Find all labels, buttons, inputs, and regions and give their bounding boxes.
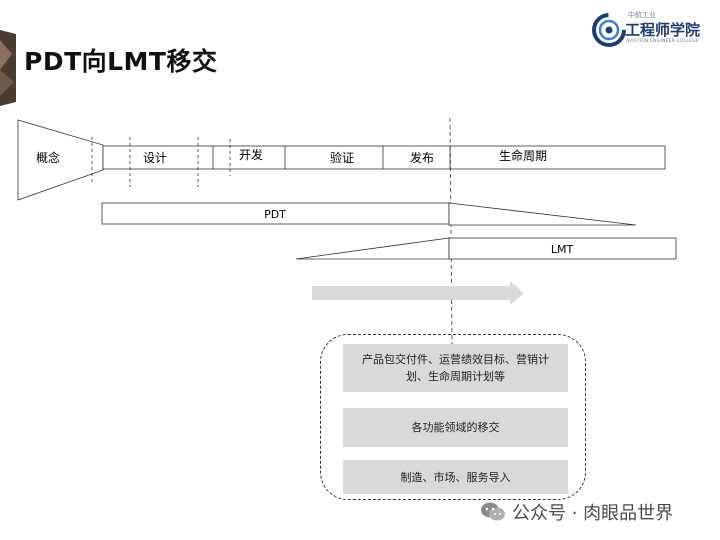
handover-item-functional: 各功能领域的移交 xyxy=(343,408,568,447)
logo-subtitle: AVIATION ENGINEER COLLEGE xyxy=(626,39,699,44)
lmt-ramp-wedge xyxy=(295,237,450,260)
wechat-icon xyxy=(481,502,505,521)
phase-label-verify: 验证 xyxy=(330,150,354,165)
slide-title: PDT向LMT移交 xyxy=(24,47,218,76)
lmt-bar xyxy=(448,237,677,260)
logo-emblem-icon xyxy=(592,13,626,47)
phase-label-release: 发布 xyxy=(410,150,434,165)
watermark: 公众号 · 肉眼品世界 xyxy=(480,499,673,525)
pdt-label: PDT xyxy=(264,208,286,221)
logo-name: 工程师学院 xyxy=(625,21,701,39)
progress-arrow xyxy=(312,281,524,305)
handover-item-introduction: 制造、市场、服务导入 xyxy=(343,460,568,494)
lmt-label: LMT xyxy=(551,243,574,256)
handover-item-deliverables: 产品包交付件、运营绩效目标、营销计划、生命周期计划等 xyxy=(343,344,568,392)
corner-decoration xyxy=(0,30,16,106)
handover-timeline-dash xyxy=(449,117,453,347)
concept-funnel xyxy=(17,119,104,201)
watermark-text: 公众号 · 肉眼品世界 xyxy=(512,503,674,524)
handover-panel xyxy=(320,334,586,500)
phase-label-design: 设计 xyxy=(143,151,167,165)
pdt-taper-wedge xyxy=(448,202,637,226)
phase-label-develop: 开发 xyxy=(239,147,263,162)
college-logo: 中航工业 工程师学院 AVIATION ENGINEER COLLEGE xyxy=(592,8,712,52)
concept-label: 概念 xyxy=(36,150,60,165)
logo-top-line: 中航工业 xyxy=(628,11,656,19)
phase-label-lifecycle: 生命周期 xyxy=(499,148,547,163)
phase-bar xyxy=(102,145,666,170)
